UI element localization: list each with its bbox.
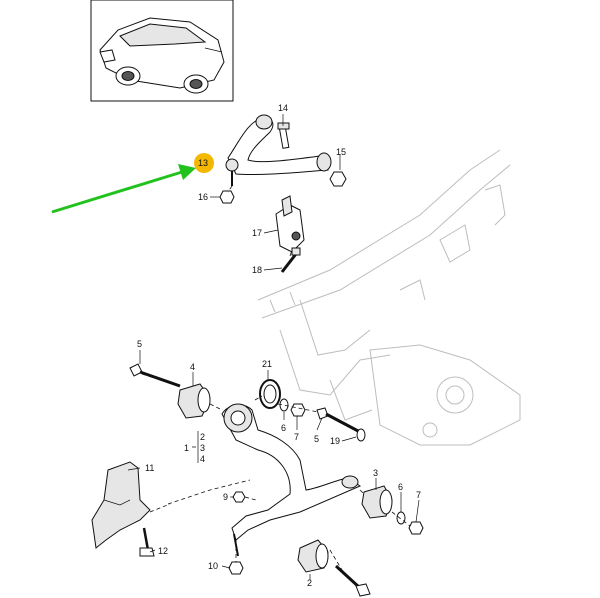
nut-10 <box>228 561 244 575</box>
nut-16 <box>219 190 235 204</box>
bolt-5-left <box>129 363 181 388</box>
bolt-12 <box>139 527 155 557</box>
lower-control-arm <box>221 403 362 557</box>
callout-21: 21 <box>262 359 272 369</box>
bolt-18 <box>280 247 301 273</box>
bracket-item-2: 2 <box>200 432 205 442</box>
bushing-2 <box>297 539 329 573</box>
washer-6-lower <box>396 511 406 525</box>
callout-labels: 13 14 15 16 17 18 5 4 21 6 7 5 19 3 6 7 … <box>137 103 421 588</box>
callout-9: 9 <box>223 492 228 502</box>
bolt-14 <box>277 122 290 149</box>
callout-19: 19 <box>330 436 340 446</box>
callout-17: 17 <box>252 228 262 238</box>
callout-1: 1 <box>184 443 189 453</box>
leader-lines <box>127 114 420 580</box>
nut-7-lower <box>408 521 424 535</box>
nut-7-upper <box>290 403 306 417</box>
callout-18: 18 <box>252 265 262 275</box>
ring-21 <box>259 379 281 409</box>
bracket-item-4: 4 <box>200 454 205 464</box>
bushing-4 <box>177 383 211 419</box>
shield-11 <box>91 461 151 549</box>
vehicle-thumbnail <box>90 0 234 102</box>
bushing-3 <box>361 485 393 519</box>
bolt-lower-right <box>334 564 371 597</box>
callout-3: 3 <box>373 468 378 478</box>
callout-16: 16 <box>198 192 208 202</box>
callout-15: 15 <box>336 147 346 157</box>
callout-13-highlight <box>194 153 214 173</box>
upper-control-arm <box>225 114 332 186</box>
bracket-item-3: 3 <box>200 443 205 453</box>
group-bracket-1: 1 2 3 4 <box>184 431 205 464</box>
callout-6-upper: 6 <box>281 423 286 433</box>
callout-5-right: 5 <box>314 434 319 444</box>
callout-4: 4 <box>190 362 195 372</box>
callout-6-lower: 6 <box>398 482 403 492</box>
green-pointer-arrow <box>51 164 196 214</box>
callout-2: 2 <box>307 578 312 588</box>
sensor-bracket-17 <box>275 195 305 253</box>
bolt-5-right <box>316 407 361 434</box>
subframe-structure <box>257 149 521 446</box>
washer-6-upper <box>279 398 289 412</box>
callout-5-left: 5 <box>137 339 142 349</box>
callout-13: 13 <box>198 158 208 168</box>
callout-7-lower: 7 <box>416 490 421 500</box>
callout-10: 10 <box>208 561 218 571</box>
assembly-lines <box>141 185 411 576</box>
nut-9 <box>232 491 246 503</box>
nut-15 <box>329 171 347 187</box>
callout-14: 14 <box>278 103 288 113</box>
callout-12: 12 <box>158 546 168 556</box>
callout-7-upper: 7 <box>294 432 299 442</box>
callout-11: 11 <box>145 463 154 473</box>
washer-19 <box>356 428 366 442</box>
